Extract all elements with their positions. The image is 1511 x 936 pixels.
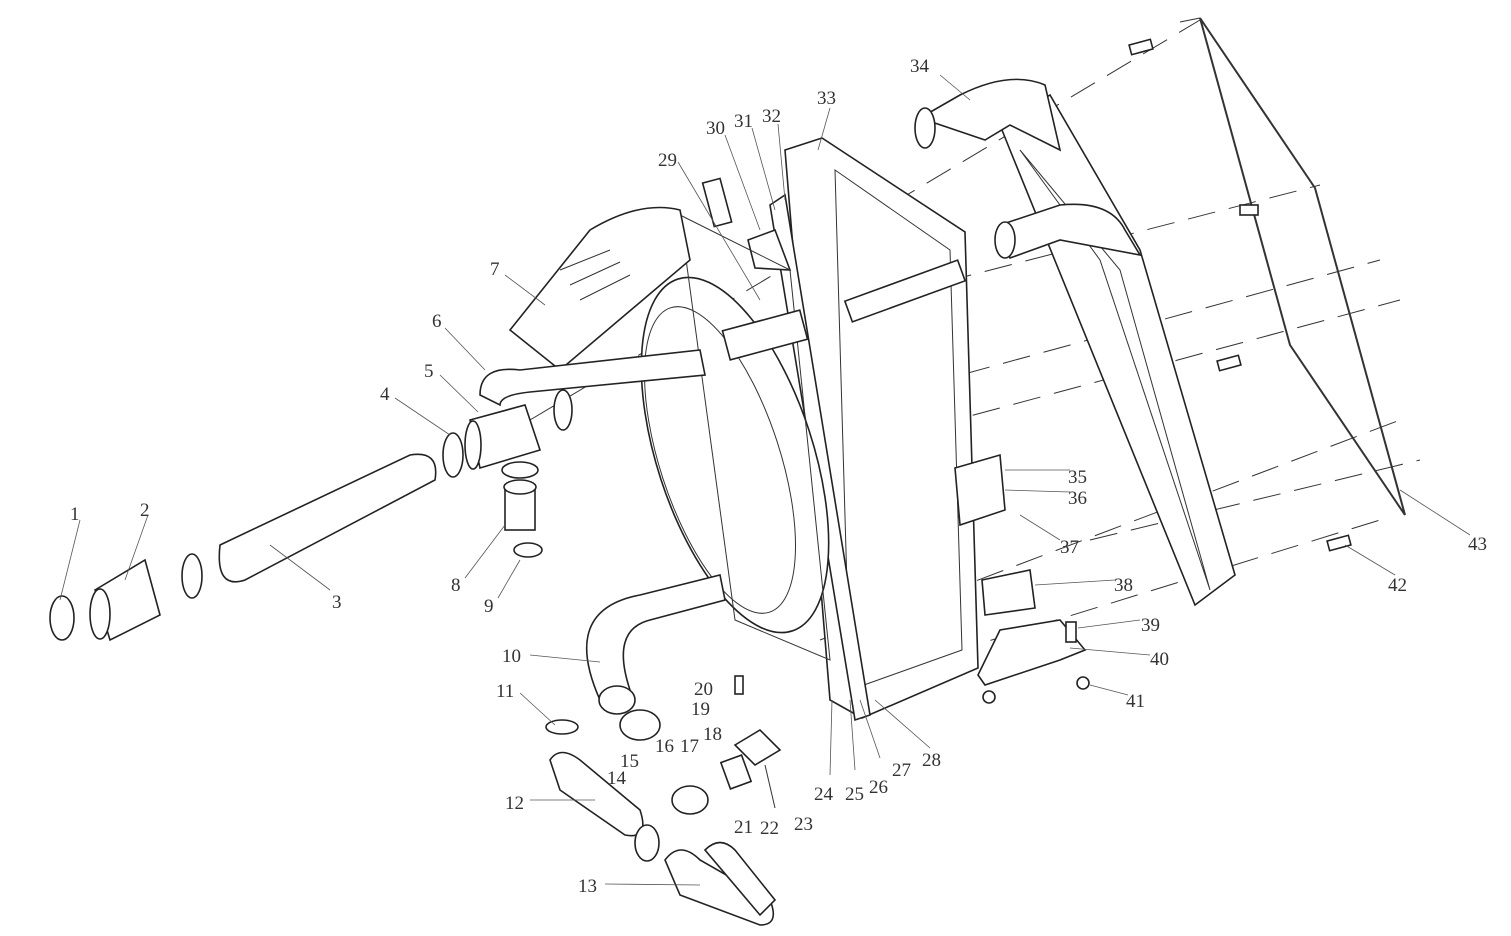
callout-37: 37 — [1060, 537, 1079, 558]
callout-42: 42 — [1388, 575, 1407, 596]
callout-18: 18 — [703, 724, 722, 745]
callout-38: 38 — [1114, 575, 1133, 596]
leader-lines — [59, 74, 1471, 886]
mount-brackets — [954, 453, 1090, 704]
callout-3: 3 — [332, 592, 342, 613]
callout-9: 9 — [484, 596, 494, 617]
callout-32: 32 — [762, 106, 781, 127]
part-1-clamp — [49, 595, 75, 641]
callout-17: 17 — [680, 736, 699, 757]
callout-8: 8 — [451, 575, 461, 596]
callout-24: 24 — [814, 784, 834, 805]
callout-14: 14 — [607, 768, 627, 789]
callout-labels: 1 2 3 4 5 6 7 8 9 10 11 12 13 14 15 16 1… — [70, 56, 1487, 897]
callout-23: 23 — [794, 814, 813, 835]
callout-29: 29 — [658, 150, 677, 171]
callout-7: 7 — [490, 259, 500, 280]
callout-2: 2 — [140, 500, 150, 521]
callout-31: 31 — [734, 111, 753, 132]
part-8-sleeve — [501, 461, 543, 558]
callout-26: 26 — [869, 777, 888, 798]
part-7-hose — [508, 177, 733, 372]
callout-25: 25 — [845, 784, 864, 805]
callout-43: 43 — [1468, 534, 1487, 555]
part-10-hose — [585, 574, 726, 741]
callout-15: 15 — [620, 751, 639, 772]
part-43-cover-frame — [1128, 17, 1406, 552]
callout-6: 6 — [432, 311, 442, 332]
callout-10: 10 — [502, 646, 521, 667]
callout-13: 13 — [578, 876, 597, 897]
part-13-hose — [664, 841, 777, 926]
callout-20: 20 — [694, 679, 713, 700]
part-2-sleeve — [89, 558, 161, 642]
callout-28: 28 — [922, 750, 941, 771]
callout-40: 40 — [1150, 649, 1169, 670]
callout-5: 5 — [424, 361, 434, 382]
part-4-clamp — [442, 432, 464, 478]
callout-4: 4 — [380, 384, 390, 405]
callout-41: 41 — [1126, 691, 1145, 712]
callout-1: 1 — [70, 504, 80, 525]
part-12-hose — [545, 719, 660, 862]
part-34-intercooler — [914, 78, 1236, 607]
callout-35: 35 — [1068, 467, 1087, 488]
callout-16: 16 — [655, 736, 674, 757]
callout-19: 19 — [691, 699, 710, 720]
clamp — [181, 553, 203, 599]
callout-11: 11 — [496, 681, 514, 702]
callout-39: 39 — [1141, 615, 1160, 636]
callout-34: 34 — [910, 56, 930, 77]
part-3-hose — [218, 453, 437, 583]
part-5-coupling — [464, 404, 542, 470]
callout-21: 21 — [734, 817, 753, 838]
callout-12: 12 — [505, 793, 524, 814]
part-6-pipe — [479, 349, 706, 431]
callout-27: 27 — [892, 760, 911, 781]
callout-30: 30 — [706, 118, 725, 139]
callout-36: 36 — [1068, 488, 1087, 509]
bracket-assembly — [671, 675, 782, 815]
callout-22: 22 — [760, 818, 779, 839]
callout-33: 33 — [817, 88, 836, 109]
